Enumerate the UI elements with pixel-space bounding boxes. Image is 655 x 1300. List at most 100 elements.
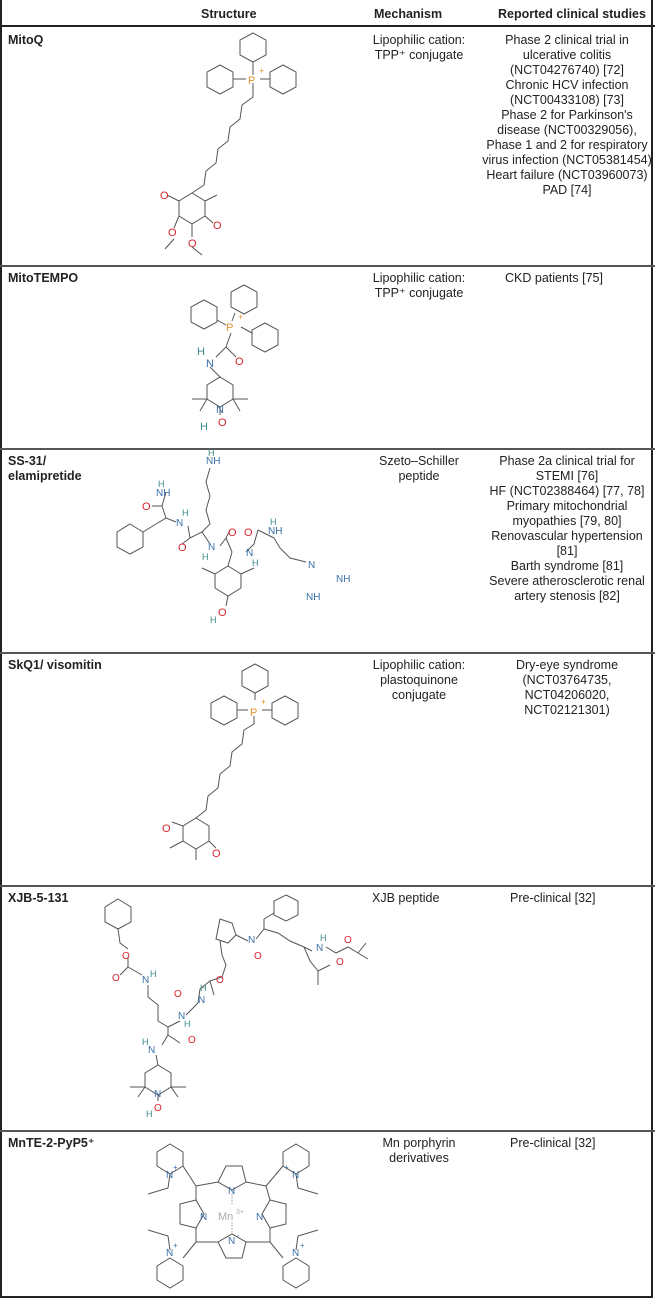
svg-text:+: +: [238, 312, 243, 322]
svg-text:O: O: [188, 1035, 196, 1046]
svg-text:N: N: [292, 1170, 299, 1181]
svg-text:+: +: [300, 1241, 305, 1250]
svg-text:N: N: [200, 1212, 207, 1223]
mechanism-cell: Lipophilic cation: TPP⁺ conjugate: [372, 33, 466, 62]
table-header: Structure Mechanism Reported clinical st…: [0, 0, 655, 27]
svg-text:NH: NH: [156, 488, 170, 499]
svg-text:H: H: [142, 1037, 149, 1047]
svg-text:NH: NH: [306, 592, 320, 603]
svg-text:N: N: [148, 1045, 155, 1056]
svg-text:H: H: [197, 346, 205, 358]
svg-text:+: +: [173, 1163, 178, 1172]
studies-cell: Pre-clinical [32]: [510, 1136, 596, 1150]
svg-text:3+: 3+: [236, 1209, 244, 1216]
mechanism-cell: Lipophilic cation: plastoquinone conjuga…: [372, 658, 466, 702]
svg-text:+: +: [173, 1241, 178, 1250]
header-studies: Reported clinical studies: [498, 7, 646, 21]
compound-name: SkQ1/ visomitin: [8, 658, 102, 672]
svg-text:O: O: [218, 417, 227, 429]
mechanism-cell: Mn porphyrin derivatives: [382, 1136, 456, 1165]
svg-text:O: O: [168, 227, 177, 239]
svg-text:N: N: [216, 404, 224, 416]
svg-text:N: N: [166, 1248, 173, 1259]
compound-name: SS-31/ elamipretide: [8, 454, 82, 483]
table-row: MnTE-2-PyP5⁺: [0, 1130, 655, 1298]
svg-text:-: -: [237, 1231, 240, 1240]
svg-text:O: O: [178, 542, 187, 554]
svg-text:N: N: [176, 518, 183, 529]
svg-text:N: N: [198, 995, 205, 1006]
svg-text:H: H: [270, 517, 277, 527]
svg-text:N: N: [154, 1089, 161, 1100]
mechanism-cell: Lipophilic cation: TPP⁺ conjugate: [372, 271, 466, 300]
svg-text:Mn: Mn: [218, 1211, 233, 1223]
svg-text:N: N: [292, 1248, 299, 1259]
svg-text:N: N: [256, 1212, 263, 1223]
svg-text:H: H: [320, 933, 327, 943]
svg-text:N: N: [228, 1236, 235, 1247]
svg-text:+: +: [261, 697, 266, 707]
compound-name: MitoQ: [8, 33, 44, 47]
table-row: MitoTEMPO P + O H N N O H Lipophilic cat: [0, 265, 655, 450]
svg-text:+: +: [284, 1163, 289, 1172]
table-row: XJB-5-131: [0, 885, 655, 1132]
studies-cell: CKD patients [75]: [505, 271, 603, 285]
svg-text:P: P: [250, 707, 257, 719]
svg-text:NH: NH: [206, 456, 220, 467]
header-mechanism: Mechanism: [374, 7, 443, 21]
studies-cell: Phase 2a clinical trial for STEMI [76] H…: [489, 454, 645, 603]
svg-text:H: H: [200, 983, 207, 993]
svg-text:H: H: [182, 508, 189, 518]
svg-text:N: N: [166, 1170, 173, 1181]
svg-text:P: P: [248, 75, 255, 87]
svg-text:O: O: [228, 527, 237, 539]
skq1-structure-icon: P + O O: [162, 663, 299, 860]
svg-text:NH: NH: [336, 574, 350, 585]
studies-cell: Pre-clinical [32]: [510, 891, 596, 905]
table-row: SS-31/ elamipretide NH H O N H O: [0, 448, 655, 654]
svg-text:N: N: [228, 1186, 235, 1197]
svg-text:O: O: [142, 501, 151, 513]
table-row: MitoQ P + O O O O: [0, 27, 655, 267]
svg-text:O: O: [344, 935, 352, 946]
svg-text:O: O: [216, 975, 224, 986]
svg-text:O: O: [174, 989, 182, 1000]
svg-text:N: N: [206, 358, 214, 370]
table-row: SkQ1/ visomitin P + O O Lipophilic catio…: [0, 652, 655, 887]
svg-text:NH: NH: [268, 526, 282, 537]
svg-text:H: H: [252, 558, 259, 568]
svg-text:H: H: [202, 552, 209, 562]
svg-text:O: O: [160, 190, 169, 202]
compound-name: XJB-5-131: [8, 891, 69, 905]
svg-text:H: H: [184, 1019, 191, 1029]
svg-text:N: N: [208, 542, 215, 553]
svg-text:O: O: [235, 356, 244, 368]
svg-text:N: N: [248, 935, 255, 946]
svg-text:P: P: [226, 322, 233, 334]
mechanism-cell: Szeto–Schiller peptide: [379, 454, 459, 483]
svg-text:O: O: [218, 607, 227, 619]
svg-text:H: H: [158, 479, 165, 489]
svg-text:O: O: [112, 973, 120, 984]
svg-text:O: O: [154, 1103, 162, 1114]
mechanism-cell: XJB peptide: [372, 891, 440, 905]
compound-name: MnTE-2-PyP5⁺: [8, 1136, 95, 1150]
svg-text:O: O: [212, 848, 221, 860]
svg-text:O: O: [162, 823, 171, 835]
mitoq-structure-icon: P + O O O O: [160, 32, 297, 256]
svg-text:H: H: [146, 1109, 153, 1119]
studies-cell: Dry-eye syndrome (NCT03764735, NCT042060…: [515, 658, 619, 717]
svg-text:N: N: [246, 548, 253, 559]
svg-text:O: O: [244, 527, 253, 539]
svg-text:H: H: [150, 969, 157, 979]
svg-text:O: O: [254, 951, 262, 962]
svg-text:N: N: [142, 975, 149, 986]
xjb-structure-icon: O O N H N H O N H N O H O N H O N O N H …: [104, 894, 369, 1119]
mnte-structure-icon: N N - N N Mn 3+ N + N + N + N +: [147, 1143, 319, 1289]
svg-text:H: H: [208, 448, 215, 458]
svg-text:O: O: [188, 238, 197, 250]
svg-text:N: N: [308, 560, 315, 571]
header-structure: Structure: [201, 7, 257, 21]
svg-text:H: H: [200, 421, 208, 433]
